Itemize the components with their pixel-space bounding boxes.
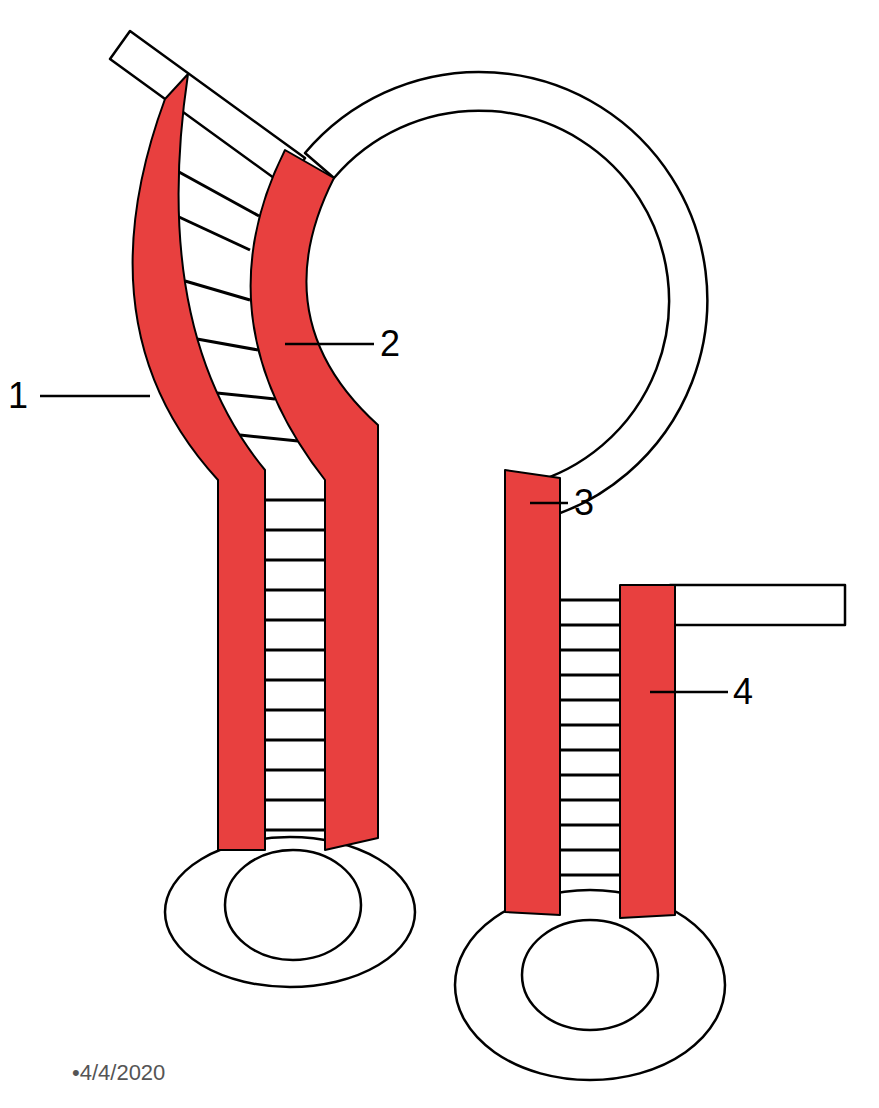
- callout-number: 1: [8, 378, 28, 414]
- rna-tail: [110, 31, 305, 186]
- rna-strand: [110, 31, 845, 1080]
- rna-loop: [225, 850, 361, 960]
- date-note-holder: •4/4/2020: [72, 1062, 165, 1084]
- region-2: [251, 150, 378, 850]
- callout-number: 3: [574, 485, 594, 521]
- rna-tail: [670, 585, 845, 625]
- rna-loop: [165, 837, 415, 987]
- rna-loop: [522, 920, 658, 1030]
- callout-number: 4: [733, 674, 753, 710]
- region-1: [133, 74, 265, 850]
- callout-number-holder: 3: [574, 485, 594, 521]
- region-3: [505, 470, 560, 915]
- callout-number-holder: 2: [380, 326, 400, 362]
- leader-lines: [40, 344, 728, 692]
- callout-number-holder: 4: [733, 674, 753, 710]
- callout-number: 2: [380, 326, 400, 362]
- date-note: •4/4/2020: [72, 1062, 165, 1084]
- rna-regions: [133, 74, 675, 918]
- rna-loop: [455, 890, 725, 1080]
- region-4: [620, 585, 675, 918]
- callout-number-holder: 1: [8, 378, 28, 414]
